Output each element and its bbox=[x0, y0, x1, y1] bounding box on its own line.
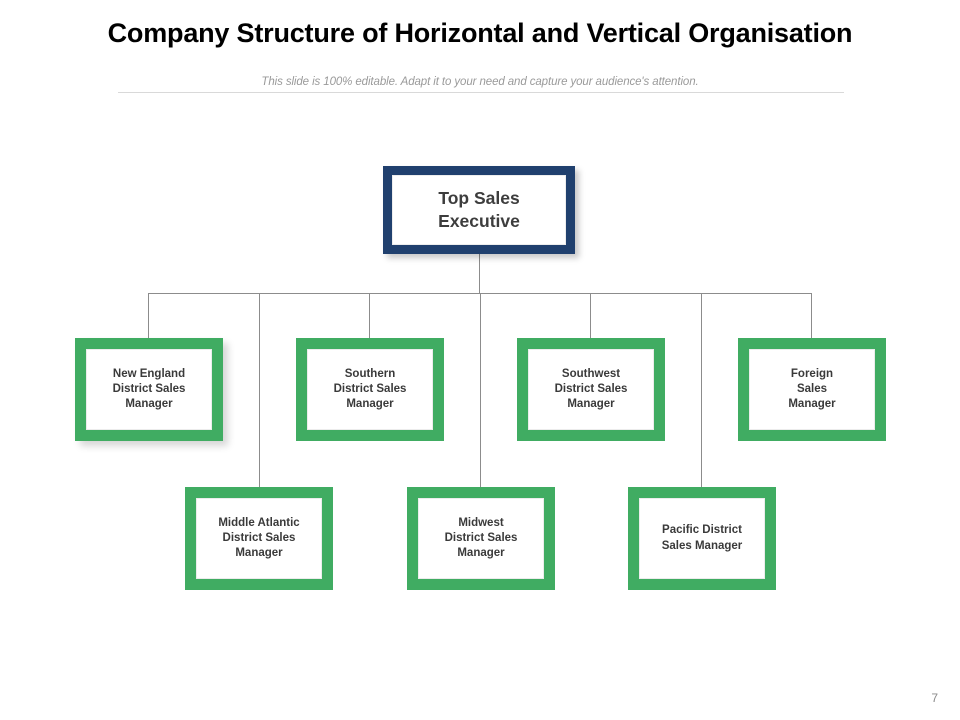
org-node-new-england[interactable]: New England District Sales Manager bbox=[75, 338, 223, 441]
connector-root-stem bbox=[479, 254, 480, 293]
page-number: 7 bbox=[931, 691, 938, 705]
org-node-pacific[interactable]: Pacific District Sales Manager bbox=[628, 487, 776, 590]
org-node-label: New England District Sales Manager bbox=[86, 349, 212, 430]
org-node-southwest[interactable]: Southwest District Sales Manager bbox=[517, 338, 665, 441]
connector-drop-foreign bbox=[811, 293, 812, 338]
connector-drop-pacific bbox=[701, 293, 702, 487]
connector-bus bbox=[148, 293, 811, 294]
connector-drop-new-england bbox=[148, 293, 149, 338]
org-node-middle-atlantic[interactable]: Middle Atlantic District Sales Manager bbox=[185, 487, 333, 590]
connector-drop-southern bbox=[369, 293, 370, 338]
org-node-label: Middle Atlantic District Sales Manager bbox=[196, 498, 322, 579]
page-title: Company Structure of Horizontal and Vert… bbox=[107, 18, 853, 48]
org-node-foreign[interactable]: Foreign Sales Manager bbox=[738, 338, 886, 441]
slide-subtitle: This slide is 100% editable. Adapt it to… bbox=[261, 76, 699, 88]
connector-drop-southwest bbox=[590, 293, 591, 338]
header-divider bbox=[118, 92, 844, 93]
connector-drop-middle-atlantic bbox=[259, 293, 260, 487]
org-node-southern[interactable]: Southern District Sales Manager bbox=[296, 338, 444, 441]
org-node-label: Southwest District Sales Manager bbox=[528, 349, 654, 430]
org-node-label: Top Sales Executive bbox=[392, 175, 566, 245]
org-node-top-sales-executive[interactable]: Top Sales Executive bbox=[383, 166, 575, 254]
connector-drop-midwest bbox=[480, 293, 481, 487]
org-node-midwest[interactable]: Midwest District Sales Manager bbox=[407, 487, 555, 590]
org-node-label: Foreign Sales Manager bbox=[749, 349, 875, 430]
org-node-label: Southern District Sales Manager bbox=[307, 349, 433, 430]
org-node-label: Midwest District Sales Manager bbox=[418, 498, 544, 579]
org-node-label: Pacific District Sales Manager bbox=[639, 498, 765, 579]
